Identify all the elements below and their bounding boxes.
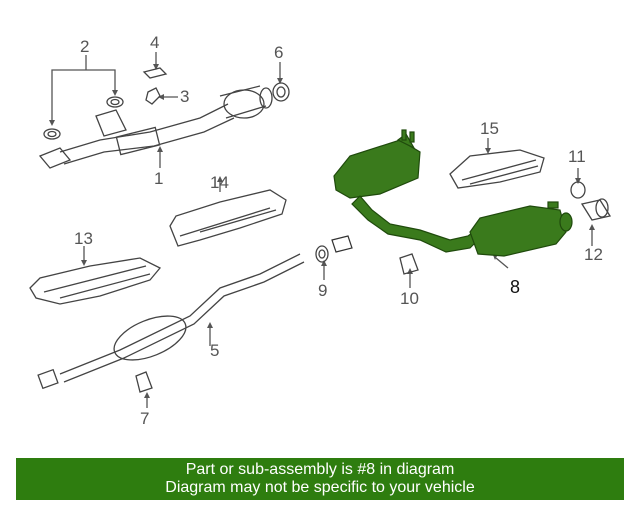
- callout-5: 5: [210, 341, 220, 360]
- mount-7: [135, 371, 153, 393]
- callout-8: 8: [510, 277, 521, 297]
- info-banner: Part or sub-assembly is #8 in diagram Di…: [16, 458, 624, 500]
- heat-shield-13: [29, 257, 162, 305]
- callout-7: 7: [140, 409, 150, 428]
- callout-14: 14: [210, 173, 229, 192]
- callout-11: 11: [568, 147, 586, 166]
- mount-3: [145, 87, 161, 105]
- callout-6: 6: [274, 43, 284, 62]
- leader-2b: [86, 69, 116, 92]
- callout-15: 15: [480, 119, 499, 138]
- exhaust-system-diagram: [29, 52, 612, 408]
- gasket-9: [315, 245, 329, 263]
- callout-10: 10: [400, 289, 419, 308]
- callout-3: 3: [180, 87, 190, 106]
- muffler-assembly-8: [331, 129, 573, 257]
- tip-12: [580, 199, 612, 221]
- bracket-4: [142, 67, 168, 79]
- center-pipe-5: [37, 253, 305, 390]
- callout-13: 13: [74, 229, 93, 248]
- callout-12: 12: [584, 245, 603, 264]
- leader-2a: [51, 69, 86, 124]
- callout-9: 9: [318, 281, 328, 300]
- gasket-2a: [43, 128, 61, 140]
- callout-4: 4: [150, 33, 160, 52]
- leader-8: [495, 257, 509, 269]
- heat-shield-15: [449, 149, 545, 189]
- mount-10: [399, 253, 419, 275]
- heat-shield-14: [169, 189, 287, 247]
- rubber-11: [570, 181, 586, 199]
- callout-2: 2: [80, 37, 90, 56]
- callout-1: 1: [154, 169, 164, 188]
- gasket-2b: [106, 96, 124, 108]
- front-pipe-1: [38, 85, 273, 169]
- gasket-6: [272, 82, 290, 102]
- banner-line-1: Part or sub-assembly is #8 in diagram: [185, 461, 455, 478]
- banner-line-2: Diagram may not be specific to your vehi…: [165, 479, 475, 496]
